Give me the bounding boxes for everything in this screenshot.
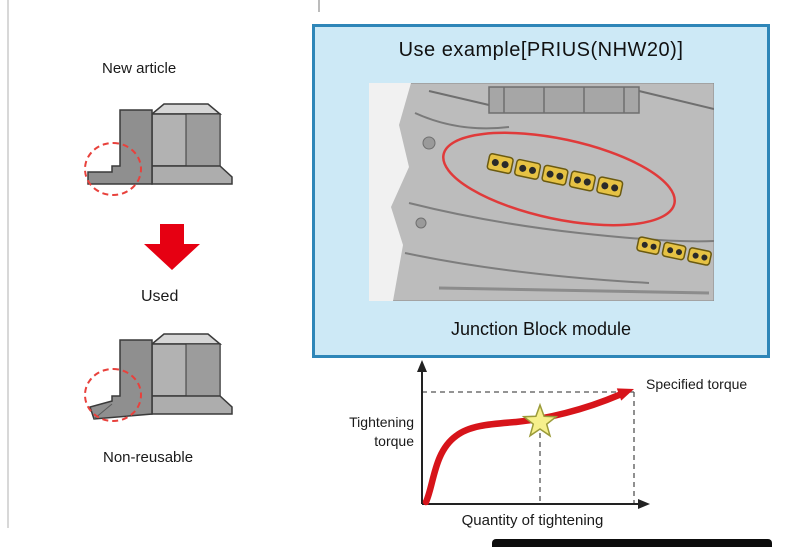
junction-block-image — [369, 83, 714, 301]
left-edge-line — [7, 0, 9, 528]
non-reusable-label: Non-reusable — [103, 449, 194, 466]
flange-highlight-circle-new — [84, 142, 142, 196]
y-axis-label: Tightening torque — [349, 414, 414, 449]
bottom-bar — [492, 539, 772, 547]
flange-highlight-circle-used — [84, 368, 142, 422]
x-axis-arrow-icon — [638, 499, 650, 509]
top-tick-line — [318, 0, 320, 12]
curve-arrow-icon — [616, 388, 634, 401]
use-example-panel: Use example[PRIUS(NHW20)] — [312, 24, 770, 358]
junction-block-caption: Junction Block module — [450, 319, 632, 339]
torque-curve — [422, 391, 623, 506]
new-article-label: New article — [102, 60, 177, 77]
x-axis-label: Quantity of tightening — [461, 512, 604, 529]
torque-chart — [417, 360, 650, 509]
use-example-title: Use example[PRIUS(NHW20)] — [398, 39, 684, 61]
used-label: Used — [141, 288, 179, 305]
down-arrow-icon — [144, 224, 200, 270]
y-axis-arrow-icon — [417, 360, 427, 372]
specified-torque-label: Specified torque — [646, 376, 748, 392]
star-icon — [521, 402, 559, 438]
